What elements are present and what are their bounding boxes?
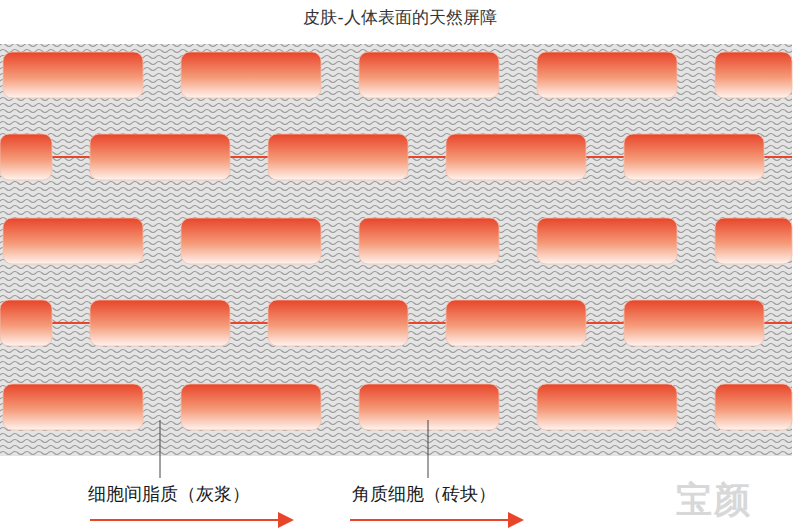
corneocyte-brick bbox=[3, 384, 143, 430]
corneocyte-brick bbox=[3, 52, 143, 98]
corneocyte-brick bbox=[90, 134, 230, 180]
corneocyte-brick bbox=[537, 384, 677, 430]
corneocyte-brick bbox=[359, 218, 499, 264]
corneocyte-brick bbox=[181, 384, 321, 430]
red-arrow bbox=[90, 519, 292, 521]
part-label: 细胞间脂质（灰浆） bbox=[86, 482, 252, 506]
lipid-mortar bbox=[0, 44, 792, 456]
corneocyte-brick bbox=[715, 218, 792, 264]
diagram-title: 皮肤-人体表面的天然屏障 bbox=[0, 6, 800, 29]
watermark: 宝颜 bbox=[676, 476, 752, 525]
red-arrow bbox=[350, 519, 522, 521]
corneocyte-brick bbox=[537, 218, 677, 264]
corneocyte-brick bbox=[3, 218, 143, 264]
corneocyte-brick bbox=[268, 300, 408, 346]
corneocyte-brick bbox=[90, 300, 230, 346]
corneocyte-brick bbox=[0, 300, 52, 346]
corneocyte-brick bbox=[268, 134, 408, 180]
corneocyte-brick bbox=[537, 52, 677, 98]
leader-line bbox=[160, 420, 161, 478]
corneocyte-brick bbox=[624, 300, 764, 346]
corneocyte-brick bbox=[446, 134, 586, 180]
corneocyte-brick bbox=[359, 384, 499, 430]
corneocyte-bricks bbox=[0, 52, 792, 430]
corneocyte-brick bbox=[181, 52, 321, 98]
corneocyte-brick bbox=[0, 134, 52, 180]
corneocyte-brick bbox=[446, 300, 586, 346]
corneocyte-brick bbox=[624, 134, 764, 180]
leader-line bbox=[428, 420, 429, 478]
part-label: 角质细胞（砖块） bbox=[350, 482, 498, 506]
corneocyte-brick bbox=[359, 52, 499, 98]
corneocyte-brick bbox=[181, 218, 321, 264]
corneocyte-brick bbox=[715, 384, 792, 430]
corneocyte-brick bbox=[715, 52, 792, 98]
